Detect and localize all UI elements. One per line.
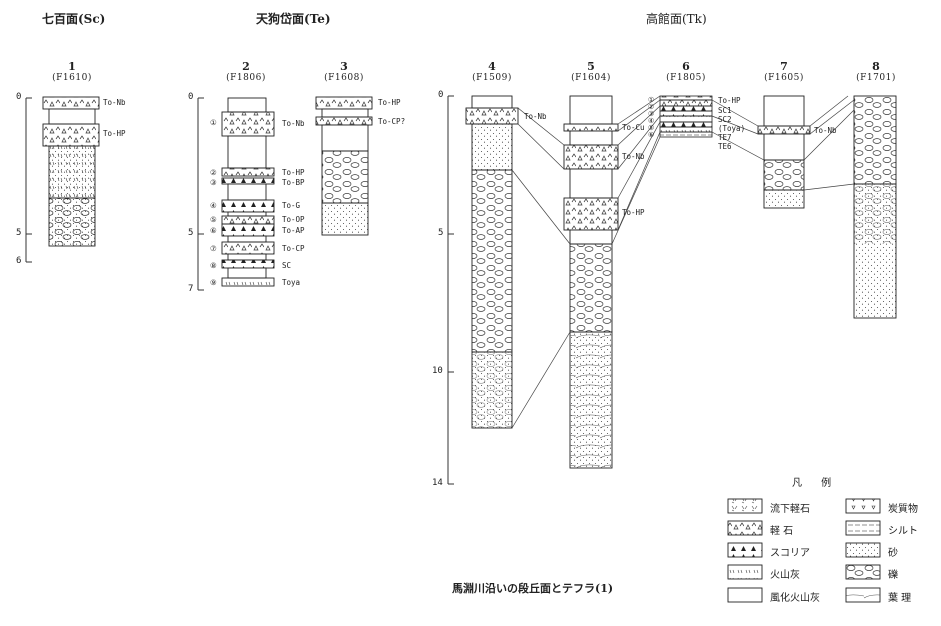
column-6-site: (F1805) xyxy=(666,73,706,83)
group-heading-sc: 七百面(Sc) xyxy=(42,12,106,26)
column-4-number: 4 xyxy=(488,60,496,73)
tephra-label: Toya xyxy=(282,278,301,287)
legend-title: 凡 例 xyxy=(792,478,840,489)
column-8-number: 8 xyxy=(872,60,880,73)
column-8-section xyxy=(853,95,897,319)
legend-label: 砂 xyxy=(888,548,898,559)
column-2-section xyxy=(221,97,275,287)
circled-number: ⑨ xyxy=(210,278,217,287)
depth-tick-left-5: 5 xyxy=(16,228,22,238)
depth-tick-right-5: 5 xyxy=(438,228,444,238)
legend-label: 火山灰 xyxy=(770,570,800,581)
column-3-section xyxy=(315,96,373,236)
legend-label: 葉 理 xyxy=(888,593,912,604)
circled-number: ③ xyxy=(648,110,655,118)
depth-scale-middle xyxy=(197,97,204,291)
circled-number: ② xyxy=(210,168,217,177)
column-1-site: (F1610) xyxy=(52,73,92,83)
tephra-label: To-CP? xyxy=(378,117,406,126)
column-1-section xyxy=(42,96,100,247)
tephra-label: To-HP xyxy=(103,129,126,138)
depth-tick-right-10: 10 xyxy=(432,366,443,376)
tephra-label: To-CP xyxy=(282,244,305,253)
circled-number: ① xyxy=(648,96,655,104)
legend-label: シルト xyxy=(888,526,918,537)
column-4-section xyxy=(465,95,519,429)
column-5-section xyxy=(563,95,619,469)
depth-tick-right-14: 14 xyxy=(432,478,443,488)
correlation-lines xyxy=(511,95,855,429)
circled-number: ⑦ xyxy=(210,244,217,253)
depth-scale-left xyxy=(25,97,32,263)
column-8-site: (F1701) xyxy=(856,73,896,83)
column-6-section xyxy=(659,95,713,138)
depth-tick-left-6: 6 xyxy=(16,256,22,266)
depth-tick-mid-0: 0 xyxy=(188,92,194,102)
legend-label: スコリア xyxy=(770,548,810,559)
circled-number: ⑤ xyxy=(210,215,217,224)
circled-number: ④ xyxy=(648,117,655,125)
legend-label: 流下軽石 xyxy=(770,504,810,515)
depth-scale-right xyxy=(447,95,454,485)
tephra-label: To-HP xyxy=(622,208,645,217)
tephra-label: To-G xyxy=(282,201,301,210)
depth-tick-left-0: 0 xyxy=(16,92,22,102)
depth-tick-mid-7: 7 xyxy=(188,284,194,294)
column-2-number: 2 xyxy=(242,60,250,73)
tephra-label: To-Nb xyxy=(524,112,547,121)
tephra-label: To-Cu xyxy=(622,123,645,132)
group-heading-te: 天狗岱面(Te) xyxy=(256,12,331,26)
tephra-label: To-HP xyxy=(282,168,305,177)
legend-swatches xyxy=(727,498,881,603)
column-3-site: (F1608) xyxy=(324,73,364,83)
circled-number: ⑥ xyxy=(648,131,655,139)
column-6-number: 6 xyxy=(682,60,690,73)
tephra-label: To-Nb xyxy=(282,119,305,128)
tephra-label: SC1 xyxy=(718,106,732,115)
column-2-site: (F1806) xyxy=(226,73,266,83)
column-4-site: (F1509) xyxy=(472,73,512,83)
legend-label: 軽 石 xyxy=(770,526,794,537)
column-7-number: 7 xyxy=(780,60,788,73)
tephra-label: To-HP xyxy=(718,96,741,105)
column-7-site: (F1605) xyxy=(764,73,804,83)
column-1-number: 1 xyxy=(68,60,76,73)
tephra-label: SC2 xyxy=(718,115,732,124)
circled-number: ④ xyxy=(210,201,217,210)
column-5-site: (F1604) xyxy=(571,73,611,83)
circled-number: ③ xyxy=(210,178,217,187)
tephra-label: To-OP xyxy=(282,215,305,224)
column-3-number: 3 xyxy=(340,60,348,73)
tephra-label: To-Nb xyxy=(622,152,645,161)
circled-number: ① xyxy=(210,118,217,127)
tephra-label: (Toya) xyxy=(718,124,746,133)
tephra-label: SC xyxy=(282,261,292,270)
column-7-section xyxy=(757,95,811,209)
column-5-number: 5 xyxy=(587,60,595,73)
tephra-label: To-Nb xyxy=(814,126,837,135)
legend-label: 風化火山灰 xyxy=(770,593,820,604)
tephra-label: To-Nb xyxy=(103,98,126,107)
circled-number: ⑧ xyxy=(210,261,217,270)
legend-label: 炭質物 xyxy=(888,504,918,515)
depth-tick-mid-5: 5 xyxy=(188,228,194,238)
circled-number: ⑥ xyxy=(210,226,217,235)
circled-number: ⑤ xyxy=(648,124,655,132)
group-heading-tk: 高館面(Tk) xyxy=(646,12,707,26)
circled-number: ② xyxy=(648,103,655,111)
tephra-label: TE7 xyxy=(718,133,732,142)
tephra-label: To-AP xyxy=(282,226,305,235)
legend-label: 礫 xyxy=(888,570,898,581)
tephra-label: TE6 xyxy=(718,142,732,151)
figure-caption: 馬淵川沿いの段丘面とテフラ(1) xyxy=(452,582,614,595)
tephra-label: To-BP xyxy=(282,178,305,187)
depth-tick-right-0: 0 xyxy=(438,90,444,100)
tephra-label: To-HP xyxy=(378,98,401,107)
